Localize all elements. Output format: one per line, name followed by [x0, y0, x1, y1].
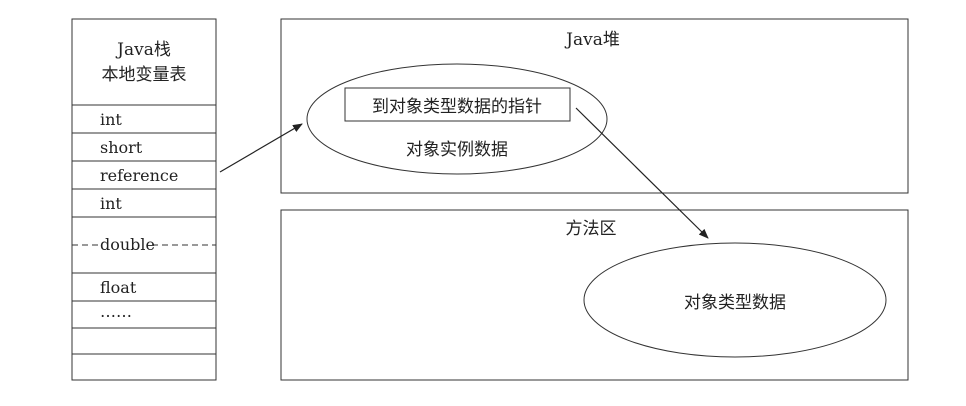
type-pointer-arrow: [575, 107, 709, 239]
stack-row-label: int: [100, 194, 122, 213]
object-instance-label: 对象实例数据: [406, 140, 508, 160]
java-heap-title: Java堆: [564, 30, 620, 50]
java-stack: Java栈 本地变量表 int short reference int doub…: [71, 18, 217, 381]
java-heap: Java堆 到对象类型数据的指针 对象实例数据: [280, 18, 909, 194]
java-stack-title: Java栈: [115, 40, 171, 60]
local-variable-table-title: 本地变量表: [102, 65, 187, 85]
stack-row-label: float: [100, 278, 137, 297]
stack-row-label: double: [100, 235, 155, 254]
java-heap-frame: [280, 18, 909, 194]
object-instance-ellipse: [306, 63, 608, 175]
method-area-title: 方法区: [566, 219, 617, 239]
type-pointer-label: 到对象类型数据的指针: [372, 97, 542, 117]
type-pointer-box: [344, 87, 571, 122]
reference-arrow: [219, 123, 303, 173]
java-stack-frame: [71, 18, 217, 381]
stack-row-label: int: [100, 110, 122, 129]
method-area-frame: [280, 209, 909, 381]
stack-row-label: reference: [100, 166, 178, 185]
method-area: 方法区 对象类型数据: [280, 209, 909, 381]
object-type-data-ellipse: [583, 242, 887, 358]
stack-row-label: ……: [100, 302, 132, 321]
object-type-data-label: 对象类型数据: [684, 293, 786, 313]
stack-row-label: short: [100, 138, 143, 157]
